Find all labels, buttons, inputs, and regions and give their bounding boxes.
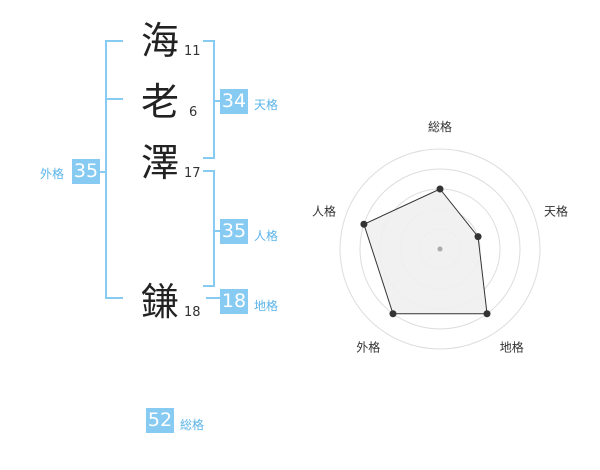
tenkaku-bracket-vertical xyxy=(213,40,215,159)
gaikaku-bracket-bottom xyxy=(105,297,123,299)
radar-point-2 xyxy=(474,233,482,241)
gaikaku-connector xyxy=(98,171,106,173)
radar-ring xyxy=(359,168,521,330)
radar-point-4 xyxy=(389,310,397,318)
gaikaku-bracket-vertical xyxy=(105,40,107,299)
jinkaku-label: 人格 xyxy=(254,229,279,243)
name-char-2: 老 xyxy=(141,80,180,124)
name-char-4-strokes: 18 xyxy=(184,305,201,320)
radar-axis-label-3: 地格 xyxy=(500,340,524,355)
tenkaku-value: 34 xyxy=(220,89,248,114)
radar-point-3 xyxy=(483,310,491,318)
gaikaku-bracket-middle xyxy=(105,98,123,100)
chikaku-label: 地格 xyxy=(254,299,279,313)
radar-point-5 xyxy=(360,220,368,228)
radar-center xyxy=(437,246,443,252)
name-char-1-strokes: 11 xyxy=(184,44,201,59)
tenkaku-bracket-top xyxy=(203,40,215,42)
tenkaku-label: 天格 xyxy=(254,98,279,112)
name-char-1: 海 xyxy=(141,19,180,63)
chikaku-value: 18 xyxy=(220,289,248,314)
jinkaku-value: 35 xyxy=(220,219,248,244)
chikaku-connector xyxy=(206,297,222,299)
radar-axis-label-2: 天格 xyxy=(544,203,568,218)
jinkaku-connector xyxy=(214,230,222,232)
tenkaku-bracket-bottom xyxy=(203,157,215,159)
gaikaku-value: 35 xyxy=(72,159,100,184)
radar-ring xyxy=(339,148,541,350)
jinkaku-bracket-top xyxy=(203,170,215,172)
gaikaku-bracket-top xyxy=(105,40,123,42)
soukaku-label: 総格 xyxy=(180,418,205,432)
name-char-3: 澤 xyxy=(141,141,180,185)
gaikaku-label: 外格 xyxy=(40,167,65,181)
name-char-2-strokes: 6 xyxy=(189,105,198,120)
soukaku-value: 52 xyxy=(146,408,174,433)
radar-axis-label-5: 人格 xyxy=(312,203,336,218)
jinkaku-bracket-bottom xyxy=(203,285,215,287)
tenkaku-connector xyxy=(214,100,222,102)
radar-point-1 xyxy=(436,185,444,193)
radar-axis-label-1: 総格 xyxy=(428,119,452,134)
radar-axis-label-4: 外格 xyxy=(356,340,380,355)
name-char-3-strokes: 17 xyxy=(184,166,201,181)
jinkaku-bracket-vertical xyxy=(213,170,215,287)
name-char-4: 鎌 xyxy=(141,280,180,324)
radar-area xyxy=(363,188,488,315)
